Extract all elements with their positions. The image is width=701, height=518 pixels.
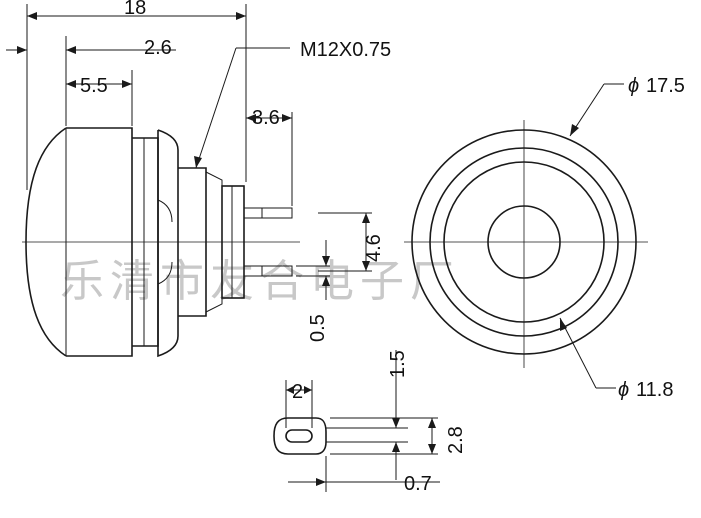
dim-3-6-label: 3.6 <box>252 107 280 129</box>
dim-2-label: 2 <box>292 381 303 403</box>
dia-17-5-label: 17.5 <box>646 75 685 97</box>
dia-11-8-symbol: ϕ <box>618 379 629 401</box>
dim-5-5-label: 5.5 <box>80 75 108 97</box>
dia-11-8-label: 11.8 <box>636 379 673 401</box>
thread-spec-label: M12X0.75 <box>300 39 391 61</box>
dim-1-5-label: 1.5 <box>387 350 409 378</box>
dim-18-label: 18 <box>124 0 146 19</box>
dia-17-5-symbol: ϕ <box>628 75 639 97</box>
dim-2-8-label: 2.8 <box>445 426 467 454</box>
dim-0-7-label: 0.7 <box>404 473 432 495</box>
watermark-text: 乐清市友合电子厂 <box>60 256 460 307</box>
dim-4-6-label: 4.6 <box>363 234 385 262</box>
terminal-detail <box>273 417 408 455</box>
side-view <box>22 127 300 358</box>
dim-2-6-label: 2.6 <box>144 37 172 59</box>
dim-0-5-label: 0.5 <box>307 314 329 342</box>
front-view <box>404 120 648 368</box>
